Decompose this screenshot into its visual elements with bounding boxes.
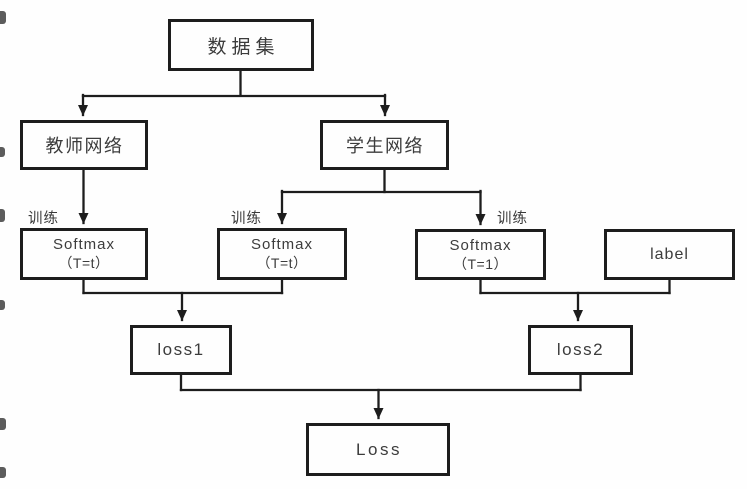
- node-softmax-student-hard: Softmax （T=1）: [415, 229, 546, 280]
- softmax-teacher-temperature: （T=t）: [58, 255, 110, 271]
- scan-artifact: [0, 147, 5, 157]
- node-softmax-student-soft: Softmax （T=t）: [217, 228, 347, 280]
- node-total-loss-label: Loss: [356, 439, 402, 459]
- node-loss1: loss1: [130, 325, 232, 375]
- node-total-loss: Loss: [306, 423, 450, 476]
- node-dataset: 数据集: [168, 19, 314, 71]
- node-loss1-label: loss1: [157, 340, 205, 359]
- node-dataset-label: 数据集: [207, 36, 280, 58]
- node-student-network: 学生网络: [320, 120, 449, 170]
- node-student-label: 学生网络: [346, 136, 424, 156]
- annotation-train-student-hard: 训练: [497, 211, 528, 227]
- annotation-train-teacher: 训练: [28, 211, 59, 227]
- node-loss2: loss2: [528, 325, 633, 375]
- softmax-student-hard-temperature: （T=1）: [452, 255, 508, 272]
- softmax-student-soft-title: Softmax: [250, 236, 314, 253]
- node-teacher-label: 教师网络: [45, 136, 124, 156]
- softmax-student-soft-temperature: （T=t）: [256, 255, 308, 271]
- node-loss2-label: loss2: [556, 340, 605, 359]
- scan-artifact: [0, 467, 6, 478]
- node-softmax-teacher: Softmax （T=t）: [20, 228, 148, 280]
- node-label-text: label: [650, 245, 689, 263]
- annotation-train-student-soft: 训练: [231, 211, 262, 227]
- scan-artifact: [0, 11, 6, 24]
- node-label: label: [604, 229, 735, 280]
- softmax-teacher-title: Softmax: [52, 236, 116, 253]
- scan-artifact: [0, 300, 5, 310]
- scan-artifact: [0, 418, 6, 430]
- scan-artifact: [0, 209, 5, 222]
- softmax-student-hard-title: Softmax: [449, 236, 512, 254]
- node-teacher-network: 教师网络: [20, 120, 148, 170]
